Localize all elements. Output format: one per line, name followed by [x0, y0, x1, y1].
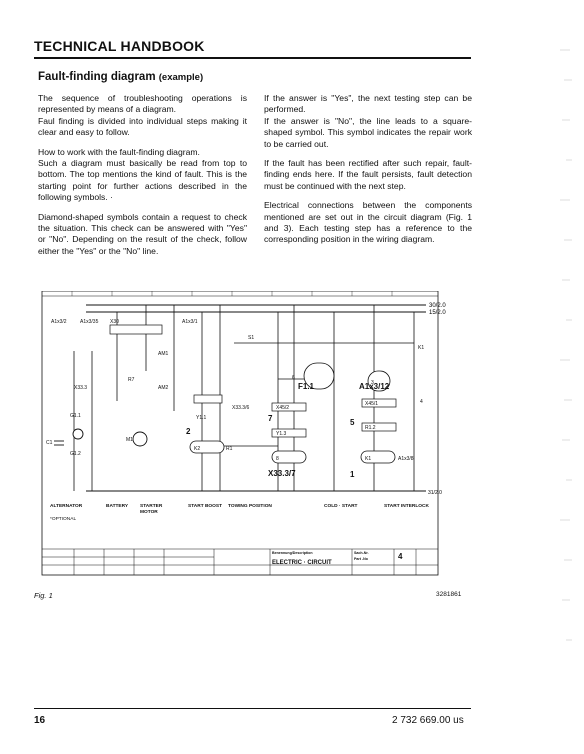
svg-text:X45/2: X45/2	[276, 405, 289, 411]
starter-motor-symbol	[132, 431, 148, 447]
section-title: Fault-finding diagram (example)	[38, 71, 203, 83]
svg-text:G1.2: G1.2	[70, 451, 81, 457]
svg-text:X33.3/7: X33.3/7	[268, 469, 296, 478]
paragraph: How to work with the fault-finding diagr…	[38, 146, 200, 157]
svg-text:2: 2	[186, 427, 191, 436]
component-labels: A1x3/2 A1x3/35 X30 A1x3/1 S1 K1 X33.3 AM…	[46, 319, 424, 462]
svg-text:COLD · START: COLD · START	[324, 503, 358, 509]
title-block-description-label: Benennung/Description	[272, 551, 313, 555]
figure-code: 3281861	[436, 591, 462, 598]
grid-ticks	[71, 291, 393, 296]
right-text-column: If the answer is "Yes", the next testing…	[264, 93, 472, 254]
rail-15-label: 15/2.0	[429, 310, 446, 316]
section-subtitle: (example)	[158, 72, 204, 83]
svg-text:TOWING POSITION: TOWING POSITION	[228, 503, 272, 509]
svg-text:K2: K2	[194, 446, 200, 452]
svg-text:S1: S1	[248, 335, 254, 341]
page-number: 16	[34, 715, 46, 726]
svg-text:AM2: AM2	[158, 385, 169, 391]
paragraph: If the answer is "No", the line leads to…	[264, 115, 472, 149]
left-text-column: The sequence of troubleshooting operatio…	[38, 93, 247, 265]
title-block-description: ELECTRIC · CIRCUIT	[272, 560, 332, 566]
svg-text:Y1.1: Y1.1	[196, 415, 207, 421]
svg-text:ALTERNATOR: ALTERNATOR	[50, 503, 83, 509]
svg-text:C1: C1	[46, 440, 53, 446]
rail-30-label: 30/2.0	[429, 303, 446, 309]
svg-text:1: 1	[350, 470, 355, 479]
paragraph: Faul finding is divided into individual …	[38, 115, 247, 138]
step-numbers: F1.1 A1x3/12 X33.3/7 7 5 1 2	[186, 382, 390, 479]
svg-text:X33.3: X33.3	[74, 385, 87, 391]
connector-blocks	[109, 324, 397, 438]
header-rule	[34, 57, 471, 59]
svg-text:STARTER: STARTER	[140, 503, 163, 509]
title-block-sheet: 4	[398, 552, 403, 561]
section-title-text: Fault-finding diagram	[38, 71, 156, 83]
circuit-diagram: 30/2.0 15/2.0 31/2.0	[41, 291, 446, 576]
svg-text:5: 5	[350, 418, 355, 427]
title-block-part-no-label: Part -No	[354, 557, 369, 561]
paragraph: If the answer is "Yes", the next testing…	[264, 93, 472, 115]
svg-text:3: 3	[371, 380, 374, 386]
svg-text:A1x3/8: A1x3/8	[398, 456, 414, 462]
rail-31-label: 31/2.0	[428, 490, 442, 496]
title-block	[42, 548, 438, 575]
svg-text:A1x3/35: A1x3/35	[80, 319, 99, 325]
svg-text:A1x3/12: A1x3/12	[359, 382, 390, 391]
paragraph: Such a diagram must basically be read fr…	[38, 158, 247, 203]
page-header-title: TECHNICAL HANDBOOK	[34, 38, 205, 54]
paragraph: The sequence of troubleshooting operatio…	[38, 93, 247, 115]
svg-text:R1: R1	[226, 446, 233, 452]
section-labels: ALTERNATOR BATTERY STARTER START BOOST T…	[50, 503, 429, 515]
svg-text:A1x3/1: A1x3/1	[182, 319, 198, 325]
svg-text:6: 6	[292, 375, 295, 381]
svg-text:X30: X30	[110, 319, 119, 325]
diagram-border	[41, 291, 439, 576]
document-number: 2 732 669.00 us	[392, 715, 464, 726]
footer-rule	[34, 708, 471, 709]
svg-text:K1: K1	[418, 345, 424, 351]
paragraph: If the fault has been rectified after su…	[264, 158, 472, 191]
svg-text:G1.1: G1.1	[70, 413, 81, 419]
svg-text:X33.3/6: X33.3/6	[232, 405, 249, 411]
figure-label: Fig. 1	[34, 591, 53, 600]
svg-text:4: 4	[420, 399, 423, 405]
svg-text:R7: R7	[128, 377, 135, 383]
scan-margin-marks	[560, 49, 572, 641]
relay-coils	[189, 362, 396, 464]
svg-text:MOTOR: MOTOR	[140, 509, 158, 515]
title-block-part-label: Sach-Nr.	[354, 551, 369, 555]
paragraph: Diamond-shaped symbols contain a request…	[38, 211, 247, 256]
optional-note: *OPTIONAL	[50, 516, 76, 522]
svg-text:AM1: AM1	[158, 351, 169, 357]
svg-text:X45/1: X45/1	[365, 401, 378, 407]
svg-text:START INTERLOCK: START INTERLOCK	[384, 503, 429, 509]
svg-text:K1: K1	[365, 456, 371, 462]
svg-text:M1: M1	[126, 437, 133, 443]
paragraph: Electrical connections between the compo…	[264, 200, 472, 245]
svg-text:A1x3/2: A1x3/2	[51, 319, 67, 325]
svg-text:BATTERY: BATTERY	[106, 503, 129, 509]
svg-text:F1.1: F1.1	[298, 382, 315, 391]
svg-text:8: 8	[276, 456, 279, 462]
svg-text:R1.2: R1.2	[365, 425, 376, 431]
alternator-symbol	[72, 428, 84, 440]
svg-text:START BOOST: START BOOST	[188, 503, 222, 509]
svg-text:Y1.3: Y1.3	[276, 431, 287, 437]
svg-text:7: 7	[268, 414, 273, 423]
